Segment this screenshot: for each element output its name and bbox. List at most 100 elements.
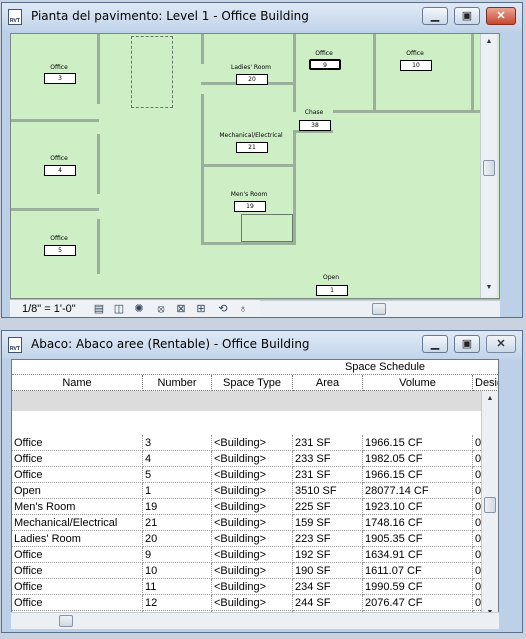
column-header-name[interactable]: Name — [12, 375, 143, 391]
cell-name[interactable]: Office — [12, 467, 143, 483]
room-tag-5[interactable]: 5 — [44, 245, 76, 256]
cell-number[interactable]: 21 — [143, 515, 212, 531]
cell-area[interactable]: 3510 SF — [293, 483, 363, 499]
plan-minimize-button[interactable]: ▁ — [422, 7, 448, 25]
plan-titlebar[interactable]: RVT Pianta del pavimento: Level 1 - Offi… — [2, 3, 522, 31]
floor-plan-canvas[interactable]: Office 3 Office 4 Office 5 Ladies' Room … — [10, 33, 500, 299]
cell-number[interactable]: 4 — [143, 451, 212, 467]
schedule-table[interactable]: Space Schedule Name Number Space Type Ar… — [11, 359, 499, 624]
room-tag-1[interactable]: 1 — [316, 285, 348, 296]
cell-space-type[interactable]: <Building> — [212, 467, 293, 483]
cell-number[interactable]: 20 — [143, 531, 212, 547]
cell-space-type[interactable]: <Building> — [212, 499, 293, 515]
cell-volume[interactable]: 1634.91 CF — [363, 547, 473, 563]
cell-area[interactable]: 159 SF — [293, 515, 363, 531]
cell-volume[interactable]: 1966.15 CF — [363, 467, 473, 483]
room-tag-38[interactable]: 38 — [299, 120, 331, 131]
cell-number[interactable]: 19 — [143, 499, 212, 515]
scroll-up-icon[interactable]: ▲ — [486, 395, 494, 402]
cell-area[interactable]: 234 SF — [293, 579, 363, 595]
cell-space-type[interactable]: <Building> — [212, 579, 293, 595]
schedule-vertical-scroll-thumb[interactable] — [484, 497, 496, 513]
cell-name[interactable]: Open — [12, 483, 143, 499]
room-tag-20[interactable]: 20 — [236, 74, 268, 85]
cell-number[interactable]: 5 — [143, 467, 212, 483]
schedule-close-button[interactable]: ✕ — [486, 335, 516, 353]
cell-number[interactable]: 12 — [143, 595, 212, 611]
schedule-maximize-button[interactable]: ▣ — [454, 335, 480, 353]
plan-vertical-scroll-thumb[interactable] — [483, 160, 495, 176]
plan-maximize-button[interactable]: ▣ — [454, 7, 480, 25]
room-tag-19[interactable]: 19 — [234, 201, 266, 212]
plan-close-button[interactable]: ✕ — [486, 7, 516, 25]
room-tag-9[interactable]: 9 — [309, 59, 341, 70]
cell-number[interactable]: 10 — [143, 563, 212, 579]
cell-number[interactable]: 3 — [143, 435, 212, 451]
visual-style-icon[interactable]: ◫ — [113, 303, 125, 315]
scroll-down-icon[interactable]: ▼ — [485, 284, 493, 291]
cell-name[interactable]: Office — [12, 435, 143, 451]
cell-volume[interactable]: 1611.07 CF — [363, 563, 473, 579]
column-header-volume[interactable]: Volume — [363, 375, 473, 391]
cell-space-type[interactable]: <Building> — [212, 531, 293, 547]
cell-name[interactable]: Office — [12, 547, 143, 563]
cell-name[interactable]: Ladies' Room — [12, 531, 143, 547]
schedule-titlebar[interactable]: RVT Abaco: Abaco aree (Rentable) - Offic… — [2, 331, 522, 359]
cell-area[interactable]: 233 SF — [293, 451, 363, 467]
cell-space-type[interactable]: <Building> — [212, 435, 293, 451]
room-tag-10[interactable]: 10 — [400, 60, 432, 71]
view-scale[interactable]: 1/8" = 1'-0" — [22, 303, 76, 315]
cell-area[interactable]: 231 SF — [293, 435, 363, 451]
cell-area[interactable]: 192 SF — [293, 547, 363, 563]
schedule-horizontal-scrollbar[interactable] — [11, 612, 499, 629]
crop-view-icon[interactable]: ⊞ — [196, 303, 206, 315]
cell-name[interactable]: Men's Room — [12, 499, 143, 515]
cell-name[interactable]: Office — [12, 595, 143, 611]
column-header-number[interactable]: Number — [143, 375, 212, 391]
cell-space-type[interactable]: <Building> — [212, 451, 293, 467]
cell-volume[interactable]: 2076.47 CF — [363, 595, 473, 611]
sun-path-icon[interactable]: ✺ — [134, 303, 144, 315]
cell-area[interactable]: 223 SF — [293, 531, 363, 547]
cell-volume[interactable]: 28077.14 CF — [363, 483, 473, 499]
cell-number[interactable]: 1 — [143, 483, 212, 499]
schedule-vertical-scrollbar[interactable]: ▲ ▼ — [481, 391, 498, 623]
cell-space-type[interactable]: <Building> — [212, 563, 293, 579]
cell-volume[interactable]: 1990.59 CF — [363, 579, 473, 595]
analysis-icon[interactable]: ♁ — [238, 303, 248, 315]
reveal-hidden-icon[interactable]: ⊠ — [176, 303, 186, 315]
temporary-hide-icon[interactable]: ⦻ — [157, 303, 165, 315]
column-header-area[interactable]: Area — [293, 375, 363, 391]
cell-area[interactable]: 231 SF — [293, 467, 363, 483]
cell-area[interactable]: 225 SF — [293, 499, 363, 515]
cell-volume[interactable]: 1966.15 CF — [363, 435, 473, 451]
cell-volume[interactable]: 1923.10 CF — [363, 499, 473, 515]
cell-space-type[interactable]: <Building> — [212, 595, 293, 611]
cell-volume[interactable]: 1748.16 CF — [363, 515, 473, 531]
cell-name[interactable]: Office — [12, 451, 143, 467]
plan-vertical-scrollbar[interactable]: ▲ ▼ — [480, 34, 497, 298]
cell-name[interactable]: Office — [12, 563, 143, 579]
cell-volume[interactable]: 1905.35 CF — [363, 531, 473, 547]
worksharing-display-icon[interactable]: ⟲ — [218, 303, 228, 315]
cell-number[interactable]: 9 — [143, 547, 212, 563]
cell-name[interactable]: Office — [12, 579, 143, 595]
room-tag-21[interactable]: 21 — [236, 142, 268, 153]
schedule-horizontal-scroll-thumb[interactable] — [59, 615, 73, 627]
cell-area[interactable]: 190 SF — [293, 563, 363, 579]
room-tag-3[interactable]: 3 — [44, 73, 76, 84]
column-header-space-type[interactable]: Space Type — [212, 375, 293, 391]
cell-name[interactable]: Mechanical/Electrical — [12, 515, 143, 531]
column-header-design[interactable]: Desig — [473, 377, 498, 391]
room-tag-4[interactable]: 4 — [44, 165, 76, 176]
plan-horizontal-scroll-thumb[interactable] — [372, 303, 386, 315]
scroll-up-icon[interactable]: ▲ — [485, 38, 493, 45]
detail-level-icon[interactable]: ▤ — [93, 303, 105, 315]
cell-space-type[interactable]: <Building> — [212, 515, 293, 531]
cell-space-type[interactable]: <Building> — [212, 547, 293, 563]
schedule-minimize-button[interactable]: ▁ — [422, 335, 448, 353]
cell-volume[interactable]: 1982.05 CF — [363, 451, 473, 467]
cell-space-type[interactable]: <Building> — [212, 483, 293, 499]
cell-number[interactable]: 11 — [143, 579, 212, 595]
cell-area[interactable]: 244 SF — [293, 595, 363, 611]
